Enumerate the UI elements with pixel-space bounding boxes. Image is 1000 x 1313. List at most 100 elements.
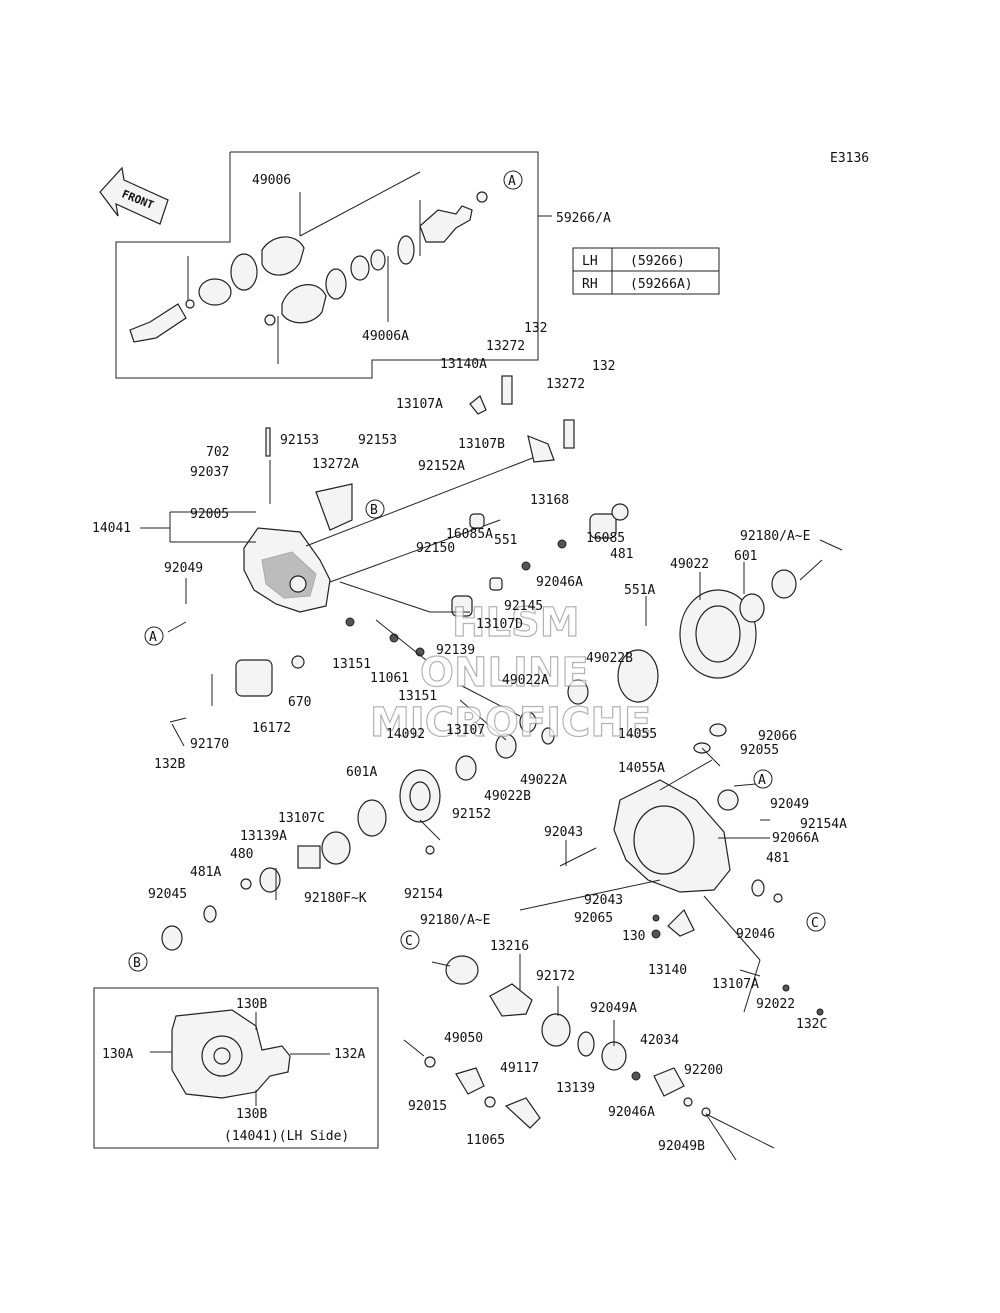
callout: 13272 xyxy=(546,377,585,392)
ref-letter-B-mid: B xyxy=(365,499,385,519)
callout: 13272 xyxy=(486,339,525,354)
callout: 13107A xyxy=(712,977,759,992)
callout: 14092 xyxy=(386,727,425,742)
callout: 480 xyxy=(230,847,253,862)
callouts: 49006 59266/A 49006A 132 13272 13140A 13… xyxy=(92,173,847,1154)
callout: 16085A xyxy=(446,527,493,542)
front-arrow-icon: FRONT xyxy=(99,166,169,225)
callout: 11061 xyxy=(370,671,409,686)
callout: 92153 xyxy=(280,433,319,448)
ring-gear-assembly xyxy=(495,569,797,759)
callout: 13107C xyxy=(278,811,325,826)
svg-text:HLSM: HLSM xyxy=(452,600,580,646)
callout: 92172 xyxy=(536,969,575,984)
ref-letter-B-left: B xyxy=(128,952,148,972)
callout: 92154 xyxy=(404,887,443,902)
callout: 92037 xyxy=(190,465,229,480)
callout: 92170 xyxy=(190,737,229,752)
output-flange-group xyxy=(161,755,477,951)
callout: 13107A xyxy=(396,397,443,412)
callout: 92045 xyxy=(148,887,187,902)
callout: 49022B xyxy=(484,789,531,804)
callout: 11065 xyxy=(466,1133,505,1148)
callout: 92139 xyxy=(436,643,475,658)
svg-text:A: A xyxy=(758,773,766,788)
callout: 132B xyxy=(154,757,185,772)
callout: 14041 xyxy=(92,521,131,536)
differential-housing xyxy=(613,723,824,1016)
callout: 13168 xyxy=(530,493,569,508)
shift-shafts xyxy=(265,375,629,617)
inset-caption: (14041)(LH Side) xyxy=(224,1129,349,1144)
callout: 132C xyxy=(796,1017,827,1032)
callout: 92049 xyxy=(164,561,203,576)
inset-callout-130b-bottom: 130B xyxy=(236,1107,267,1122)
callout: 702 xyxy=(206,445,229,460)
svg-text:MICROFICHE: MICROFICHE xyxy=(370,700,651,746)
callout: 13216 xyxy=(490,939,529,954)
callout: 92180/A~E xyxy=(420,913,490,928)
callout: 92150 xyxy=(416,541,455,556)
callout: 132 xyxy=(524,321,547,336)
leader-lines xyxy=(140,192,843,1161)
callout: 601A xyxy=(346,765,377,780)
svg-text:A: A xyxy=(508,174,516,189)
callout: 481 xyxy=(610,547,633,562)
callout: 92066 xyxy=(758,729,797,744)
ref-letter-A-top: A xyxy=(503,170,523,190)
table-rh: RH xyxy=(582,277,598,292)
svg-text:C: C xyxy=(811,916,819,931)
callout: 92049A xyxy=(590,1001,637,1016)
callout: 92066A xyxy=(772,831,819,846)
inset-lh-side-view: 130B 130A 132A 130B (14041)(LH Side) xyxy=(93,987,379,1149)
callout: 670 xyxy=(288,695,311,710)
callout: 92180F~K xyxy=(304,891,367,906)
callout: 92200 xyxy=(684,1063,723,1078)
callout: 49022B xyxy=(586,651,633,666)
callout: 13107B xyxy=(458,437,505,452)
callout: 92153 xyxy=(358,433,397,448)
callout: 49022A xyxy=(502,673,549,688)
callout: 13140 xyxy=(648,963,687,978)
callout: 13272A xyxy=(312,457,359,472)
callout: 49117 xyxy=(500,1061,539,1076)
callout: 49022A xyxy=(520,773,567,788)
callout: 13107 xyxy=(446,723,485,738)
lh-rh-table: LH (59266) RH (59266A) xyxy=(572,247,720,295)
watermark: HLSM ONLINE MICROFICHE xyxy=(369,599,651,746)
callout: 481A xyxy=(190,865,221,880)
sensor-group xyxy=(169,617,425,723)
callout: 13139 xyxy=(556,1081,595,1096)
ref-letter-C-right: C xyxy=(806,912,826,932)
callout: 13107D xyxy=(476,617,523,632)
callout: 92154A xyxy=(800,817,847,832)
callout: 92022 xyxy=(756,997,795,1012)
callout: 49006 xyxy=(252,173,291,188)
drive-axle-parts xyxy=(129,171,488,343)
table-rh-part: (59266A) xyxy=(630,277,693,292)
svg-text:A: A xyxy=(149,630,157,645)
inset-callout-130b-top: 130B xyxy=(236,997,267,1012)
callout: 601 xyxy=(734,549,757,564)
axle-assembly-frame xyxy=(115,151,539,379)
callout: 14055 xyxy=(618,727,657,742)
callout: 551 xyxy=(494,533,517,548)
callout: 49022 xyxy=(670,557,709,572)
callout: 42034 xyxy=(640,1033,679,1048)
inset-callout-130a: 130A xyxy=(102,1047,133,1062)
callout: 92043 xyxy=(584,893,623,908)
callout: 59266/A xyxy=(556,211,611,226)
callout: 92043 xyxy=(544,825,583,840)
callout: 16172 xyxy=(252,721,291,736)
callout: 92046 xyxy=(736,927,775,942)
svg-text:B: B xyxy=(370,503,378,518)
callout: 92015 xyxy=(408,1099,447,1114)
callout: 92152 xyxy=(452,807,491,822)
callout: 13139A xyxy=(240,829,287,844)
gear-case-housing xyxy=(243,527,331,613)
pinion-parts xyxy=(424,955,711,1129)
callout: 92046A xyxy=(536,575,583,590)
callout: 92145 xyxy=(504,599,543,614)
